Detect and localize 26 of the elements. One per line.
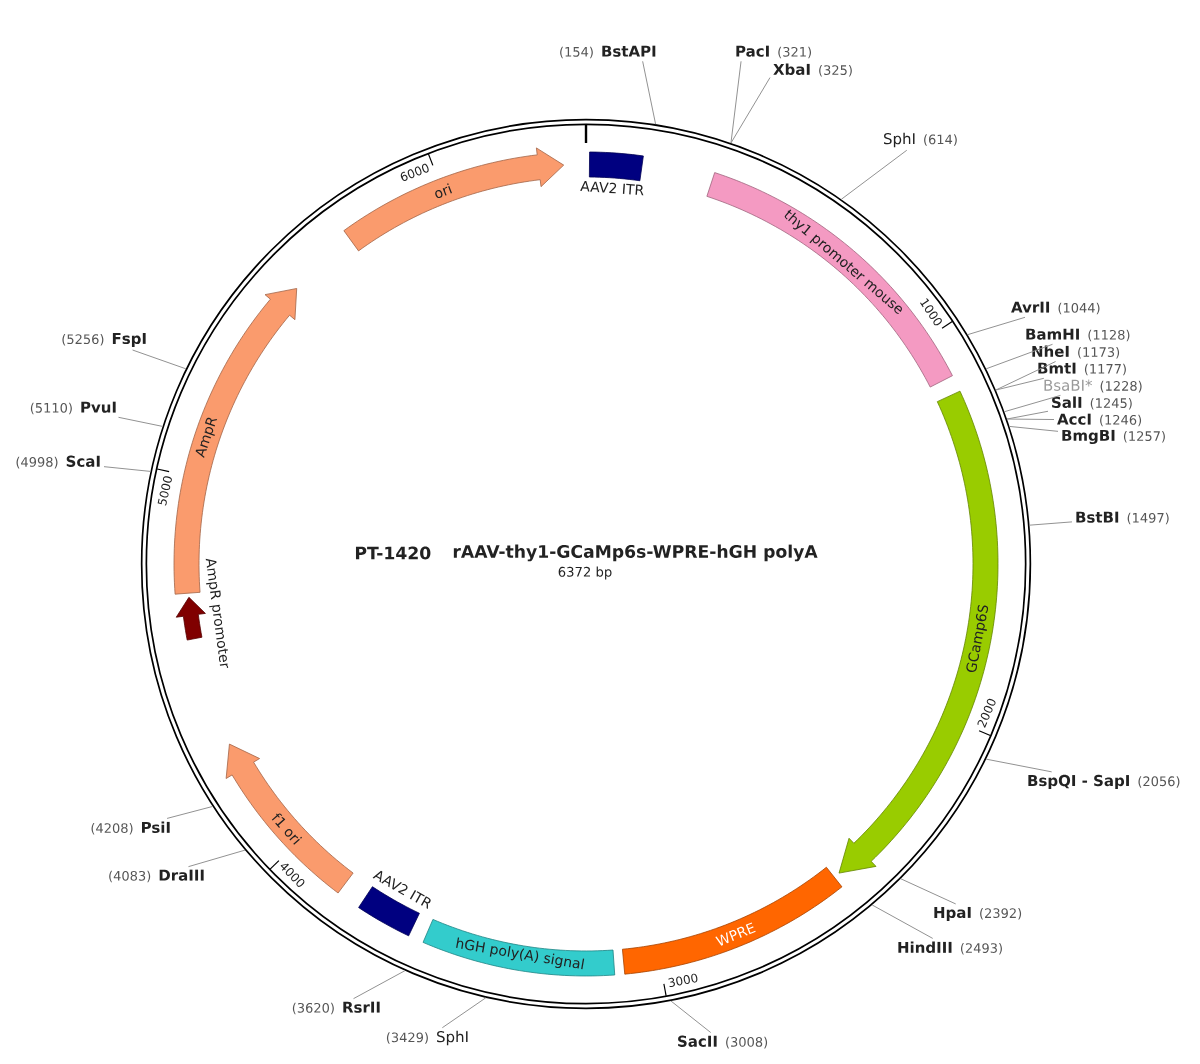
leader-line (900, 878, 957, 905)
leader-line (967, 316, 1026, 336)
plasmid-id: PT-1420 (356, 546, 431, 560)
leader-line (985, 343, 1054, 370)
leader-line (670, 1000, 712, 1034)
leader-line (103, 466, 152, 472)
leader-line (132, 349, 187, 370)
leader-line (1003, 394, 1061, 413)
leader-line (995, 377, 1045, 391)
leader-line (985, 758, 1053, 773)
leader-line (353, 970, 406, 1000)
leader-line (118, 416, 164, 427)
leader-line (730, 77, 771, 144)
plasmid-name: rAAV-thy1-GCaMp6s-WPRE-hGH polyA (453, 544, 818, 562)
leader-line (1008, 425, 1059, 432)
leader-line (187, 849, 246, 868)
leader-line (840, 149, 908, 200)
leader-line (441, 997, 487, 1029)
leader-line (730, 60, 742, 144)
leader-line (642, 60, 657, 125)
leader-line (1029, 521, 1073, 526)
leader-line (995, 361, 1057, 391)
leader-line (871, 904, 934, 939)
leader-line (1006, 410, 1049, 420)
leader-line (1006, 418, 1055, 420)
leader-line (166, 805, 214, 819)
